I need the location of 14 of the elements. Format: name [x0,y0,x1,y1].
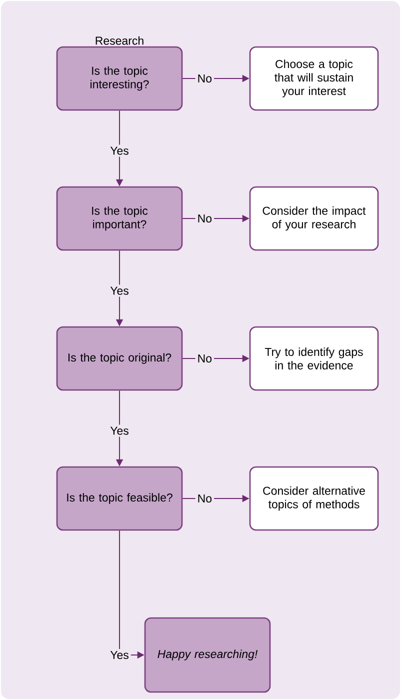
question-box: Is the topic important? [56,186,183,251]
edge-label: Yes [108,144,131,157]
advice-box: Try to identify gaps in the evidence [249,326,379,391]
edge-label: Yes [108,649,131,662]
advice-box: Consider the impact of your research [249,186,379,251]
question-box: Is the topic original? [56,326,183,391]
question-box: Is the topic feasible? [56,466,183,531]
edge-label: Yes [108,424,131,437]
question-box: Happy researching! [144,617,271,693]
advice-box: Choose a topic that will sustain your interest [249,46,379,111]
question-box: Is the topic interesting? [56,46,183,111]
edge-label: Yes [108,284,131,297]
box-heading: Research [96,36,144,45]
advice-box: Consider alternative topics of methods [249,466,379,531]
